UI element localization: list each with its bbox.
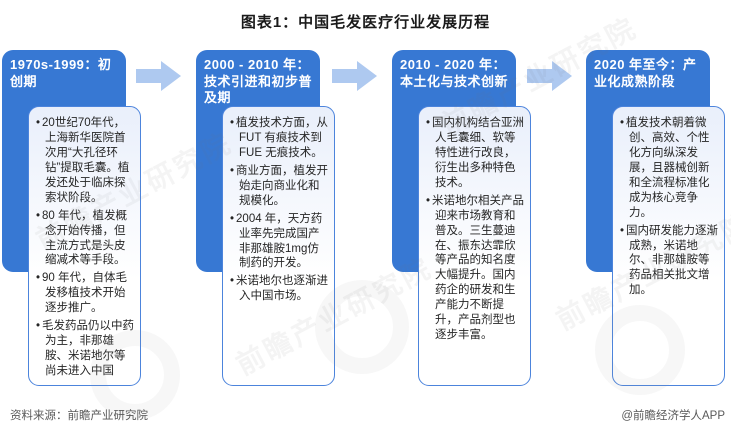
bullet-item: 80 年代，植发概念开始传播，但主流方式是头皮缩减术等手段。 [36,209,135,269]
stage-content-card: 20世纪70年代，上海新华医院首次用“大孔径环钻”提取毛囊。植发还处于临床探索状… [28,106,141,386]
stage-bullet-list: 国内机构结合亚洲人毛囊细、软等特性进行改良，衍生出多种特色技术。米诺地尔相关产品… [426,116,525,343]
right-arrow-icon [332,61,377,91]
stage-2000-2010: 2000 - 2010 年：技术引进和初步普及期 植发技术方面，从FUT 有痕技… [196,50,342,390]
stage-bullet-list: 20世纪70年代，上海新华医院首次用“大孔径环钻”提取毛囊。植发还处于临床探索状… [36,116,135,379]
stage-header-label: 2000 - 2010 年：技术引进和初步普及期 [204,57,313,106]
bullet-item: 商业方面，植发开始走向商业化和规模化。 [230,164,329,209]
bullet-item: 90 年代，自体毛发移植技术开始逐步推广。 [36,271,135,316]
bullet-item: 米诺地尔也逐渐进入中国市场。 [230,274,329,304]
stage-header-label: 2010 - 2020 年：本土化与技术创新 [400,57,509,89]
bullet-item: 2004 年，天方药业率先完成国产非那雄胺1mg仿制药的开发。 [230,212,329,272]
stage-bullet-list: 植发技术方面，从FUT 有痕技术到FUE 无痕技术。商业方面，植发开始走向商业化… [230,116,329,304]
bullet-item: 植发技术朝着微创、高效、个性化方向纵深发展，且器械创新和全流程标准化成为核心竞争… [620,116,719,221]
source-note: 资料来源：前瞻产业研究院 [10,410,148,422]
bullet-item: 国内机构结合亚洲人毛囊细、软等特性进行改良，衍生出多种特色技术。 [426,116,525,191]
right-arrow-icon [136,61,181,91]
right-arrow-icon [527,61,572,91]
bullet-item: 植发技术方面，从FUT 有痕技术到FUE 无痕技术。 [230,116,329,161]
stage-content-card: 植发技术朝着微创、高效、个性化方向纵深发展，且器械创新和全流程标准化成为核心竞争… [612,106,725,386]
bullet-item: 米诺地尔相关产品迎来市场教育和普及。三生蔓迪在、振东达霏欣等产品的知名度大幅提升… [426,194,525,343]
bullet-item: 20世纪70年代，上海新华医院首次用“大孔径环钻”提取毛囊。植发还处于临床探索状… [36,116,135,206]
stage-bullet-list: 植发技术朝着微创、高效、个性化方向纵深发展，且器械创新和全流程标准化成为核心竞争… [620,116,719,298]
stage-header-label: 2020 年至今：产业化成熟阶段 [594,57,697,89]
bullet-item: 国内研发能力逐渐成熟，米诺地尔、非那雄胺等药品相关批文增加。 [620,224,719,299]
bullet-item: 毛发药品仍以中药为主，非那雄胺、米诺地尔等尚未进入中国 [36,319,135,379]
stage-content-card: 植发技术方面，从FUT 有痕技术到FUE 无痕技术。商业方面，植发开始走向商业化… [222,106,335,386]
stage-2010-2020: 2010 - 2020 年：本土化与技术创新 国内机构结合亚洲人毛囊细、软等特性… [392,50,538,390]
credit-note: @前瞻经济学人APP [621,410,725,422]
stage-content-card: 国内机构结合亚洲人毛囊细、软等特性进行改良，衍生出多种特色技术。米诺地尔相关产品… [418,106,531,386]
stage-2020-now: 2020 年至今：产业化成熟阶段 植发技术朝着微创、高效、个性化方向纵深发展，且… [586,50,731,390]
stage-header-label: 1970s-1999：初创期 [10,57,112,89]
stage-1970s-1999: 1970s-1999：初创期 20世纪70年代，上海新华医院首次用“大孔径环钻”… [2,50,148,390]
page-title: 图表1：中国毛发医疗行业发展历程 [240,14,491,31]
